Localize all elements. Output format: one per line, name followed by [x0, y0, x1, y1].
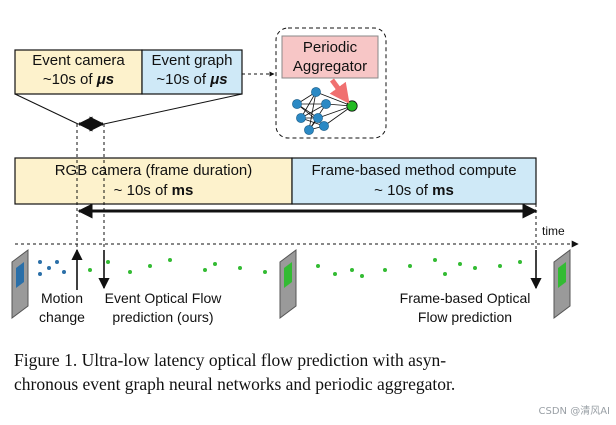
figure-caption: Figure 1. Ultra-low latency optical flow…	[14, 348, 604, 396]
event-dot-green	[203, 268, 207, 272]
nn-output-node	[346, 100, 358, 112]
nn-edge	[323, 105, 353, 127]
frames-layer	[11, 249, 571, 319]
nn-edge	[300, 91, 317, 119]
frame-end-patch	[558, 262, 566, 288]
event-camera-latency: ~10s of μs	[15, 71, 142, 90]
event-dot-green	[316, 264, 320, 268]
event-camera-title: Event camera	[32, 52, 125, 69]
zoom-line-left	[14, 93, 79, 125]
nn-node	[304, 125, 314, 135]
event-dot-green	[360, 274, 364, 278]
event-flow-line2: prediction (ours)	[112, 309, 214, 325]
rgb-camera-latency: ~ 10s of ms	[15, 181, 292, 201]
frame-middle-patch	[284, 262, 292, 288]
neural-network-icon	[292, 87, 358, 135]
nn-node	[292, 99, 302, 109]
rgb-camera-latency-prefix: ~ 10s of	[113, 182, 172, 199]
caption-line1: Figure 1. Ultra-low latency optical flow…	[14, 350, 447, 370]
motion-change-line2: change	[39, 309, 85, 325]
event-dot-green	[128, 270, 132, 274]
event-camera-label: Event camera ~10s of μs	[15, 52, 142, 90]
nn-node	[313, 113, 323, 123]
zoom-line-right	[103, 93, 243, 125]
event-dot-green	[168, 258, 172, 262]
event-dot-green	[473, 266, 477, 270]
frame-method-latency: ~ 10s of ms	[292, 181, 536, 201]
motion-change-line1: Motion	[40, 290, 84, 306]
event-dot-green	[88, 268, 92, 272]
nn-node	[321, 99, 331, 109]
aggregator-label-line2: Aggregator	[292, 58, 368, 75]
event-dot-blue	[38, 260, 42, 264]
frame-method-label: Frame-based method compute ~ 10s of ms	[292, 161, 536, 201]
event-graph-box	[141, 49, 243, 95]
rgb-camera-box	[14, 157, 293, 205]
aggregator-label: Periodic Aggregator	[282, 38, 378, 76]
event-graph-latency-prefix: ~10s of	[156, 70, 211, 88]
watermark: CSDN @清风AI	[538, 406, 610, 417]
events-layer	[38, 258, 522, 278]
event-graph-latency-unit: μs	[210, 70, 228, 88]
frame-start-patch	[16, 262, 24, 288]
rgb-camera-title: RGB camera (frame duration)	[54, 162, 253, 179]
event-dot-green	[458, 262, 462, 266]
event-dot-blue	[38, 272, 42, 276]
event-dot-green	[518, 260, 522, 264]
event-dot-green	[263, 270, 267, 274]
event-graph-latency: ~10s of μs	[142, 71, 242, 90]
frame-method-latency-unit: ms	[432, 182, 454, 199]
event-dot-green	[106, 260, 110, 264]
event-dot-green	[238, 266, 242, 270]
event-camera-latency-unit: μs	[96, 70, 115, 88]
event-dot-blue	[55, 260, 59, 264]
event-dot-green	[383, 268, 387, 272]
event-graph-title: Event graph	[151, 52, 233, 69]
nn-node	[311, 87, 321, 97]
rgb-camera-label: RGB camera (frame duration) ~ 10s of ms	[15, 161, 292, 201]
event-dot-green	[498, 264, 502, 268]
event-dot-green	[148, 264, 152, 268]
event-camera-box	[14, 49, 143, 95]
rgb-camera-latency-unit: ms	[171, 182, 194, 199]
event-dot-blue	[62, 270, 66, 274]
aggregator-frame	[275, 27, 387, 139]
event-dot-green	[350, 268, 354, 272]
frame-flow-line2: Flow prediction	[417, 309, 513, 325]
event-flow-line1: Event Optical Flow	[104, 290, 222, 306]
motion-change-label: Motion change	[30, 289, 94, 327]
event-dot-blue	[47, 266, 51, 270]
frame-method-box	[291, 157, 537, 205]
frame-method-title: Frame-based method compute	[311, 162, 517, 179]
nn-node	[296, 113, 306, 123]
aggregator-box	[281, 35, 379, 79]
event-dot-green	[433, 258, 437, 262]
frame-flow-line1: Frame-based Optical	[399, 290, 531, 306]
event-flow-label: Event Optical Flow prediction (ours)	[88, 289, 238, 327]
aggregator-arrow	[329, 78, 350, 104]
event-dot-green	[213, 262, 217, 266]
event-camera-latency-prefix: ~10s of	[42, 70, 97, 88]
nn-edge	[317, 105, 353, 119]
event-dot-green	[333, 272, 337, 276]
nn-node	[319, 121, 329, 131]
aggregator-label-line1: Periodic	[302, 39, 358, 56]
event-graph-label: Event graph ~10s of μs	[142, 52, 242, 90]
nn-edge	[308, 91, 317, 131]
time-axis-label: time	[542, 224, 565, 238]
frame-method-latency-prefix: ~ 10s of	[374, 182, 433, 199]
event-dot-green	[408, 264, 412, 268]
caption-line2: chronous event graph neural networks and…	[14, 374, 456, 394]
frame-flow-label: Frame-based Optical Flow prediction	[380, 289, 550, 327]
event-dot-green	[443, 272, 447, 276]
